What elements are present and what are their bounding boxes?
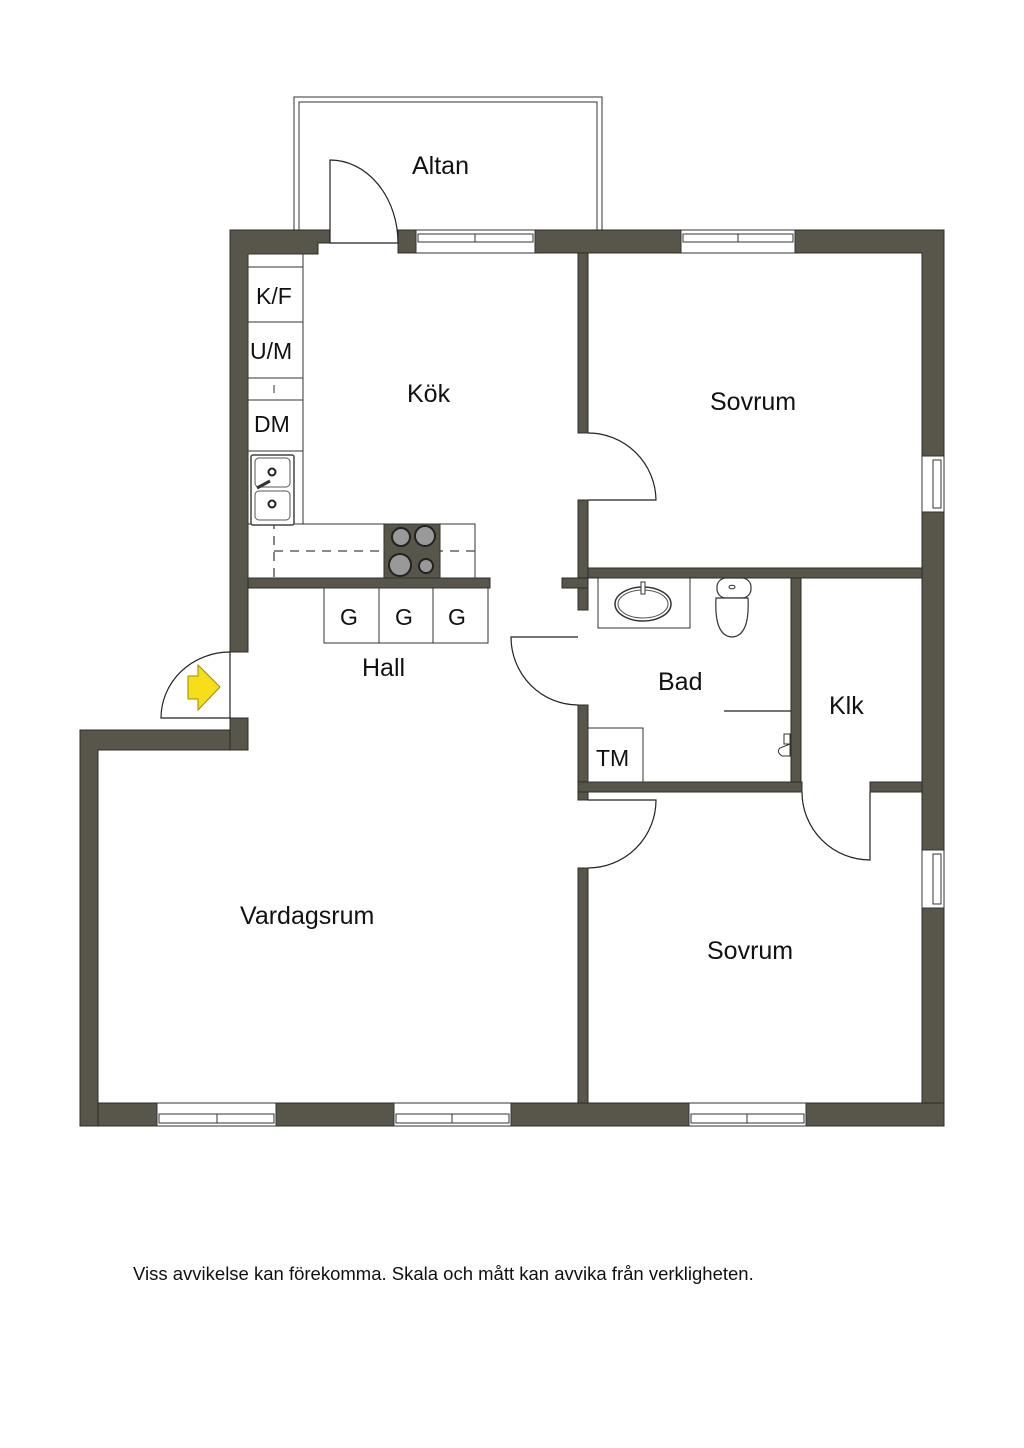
room-label-sovrum-top: Sovrum [710, 388, 796, 416]
disclaimer-text: Viss avvikelse kan förekomma. Skala och … [133, 1263, 754, 1284]
washing-machine [587, 727, 644, 783]
stove-icon [383, 523, 441, 579]
klk-door[interactable] [801, 791, 871, 861]
fixture-label-wardrobe-3: G [448, 604, 466, 630]
bad-door[interactable] [510, 636, 579, 706]
room-label-vardagsrum: Vardagsrum [240, 902, 374, 930]
toilet-icon [715, 577, 752, 638]
hall-wardrobes [323, 587, 489, 644]
sovrum-top-door[interactable] [587, 432, 657, 501]
altan-door[interactable] [329, 159, 399, 244]
exterior-walls [79, 229, 945, 1127]
fixture-label-wardrobe-1: G [340, 604, 358, 630]
windows [156, 229, 945, 1127]
double-sink-icon [250, 454, 295, 526]
room-label-bad: Bad [658, 668, 702, 696]
fixture-label-wardrobe-2: G [395, 604, 413, 630]
room-label-klk: Klk [829, 692, 864, 720]
entrance-door[interactable] [160, 651, 231, 719]
fixture-label-dishwasher: DM [254, 411, 290, 437]
fixture-label-washing-machine: TM [596, 745, 629, 771]
washbasin-icon [597, 577, 691, 629]
room-label-sovrum-bottom: Sovrum [707, 937, 793, 965]
interior-walls [247, 252, 923, 1104]
altan-outline [293, 96, 603, 232]
fixture-label-fridge-freezer: K/F [256, 283, 292, 309]
room-label-kok: Kök [407, 380, 451, 408]
entrance-arrow-icon [187, 663, 221, 712]
fixture-label-oven-microwave: U/M [250, 338, 292, 364]
shower-icon [777, 733, 791, 757]
doors [160, 159, 871, 869]
room-label-altan: Altan [412, 152, 469, 180]
sovrum-bottom-door[interactable] [587, 799, 657, 869]
room-label-hall: Hall [362, 654, 405, 682]
